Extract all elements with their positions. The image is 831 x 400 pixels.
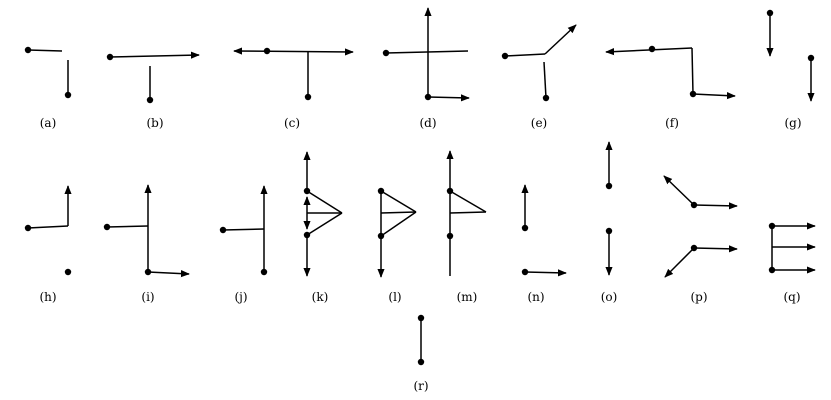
panel-label-d: (d) <box>419 116 436 130</box>
panel-label-l: (l) <box>388 290 401 304</box>
panel-label-m: (m) <box>457 290 478 304</box>
panel-f-diagram <box>605 45 736 100</box>
panel-labels: (a) (b) (c) (d) (e) (f) (g) (h) (i) (j) … <box>39 116 801 393</box>
panel-label-r: (r) <box>413 379 428 393</box>
panel-k-diagram <box>303 151 343 277</box>
panel-e-diagram <box>501 24 577 102</box>
panel-p-diagram <box>663 175 738 278</box>
panel-q-diagram <box>768 222 816 274</box>
panel-label-j: (j) <box>234 290 247 304</box>
panel-label-c: (c) <box>284 116 300 130</box>
panel-label-b: (b) <box>146 116 163 130</box>
panel-label-p: (p) <box>690 290 707 304</box>
panel-label-e: (e) <box>531 116 547 130</box>
panel-label-h: (h) <box>39 290 56 304</box>
panel-n-diagram <box>521 184 567 277</box>
panel-d-diagram <box>382 7 470 102</box>
panel-c-diagram <box>233 47 354 101</box>
panel-m-diagram <box>446 150 487 276</box>
panel-label-i: (i) <box>141 290 154 304</box>
panel-j-diagram <box>219 185 268 276</box>
panel-label-f: (f) <box>665 116 679 130</box>
panel-label-a: (a) <box>40 116 57 130</box>
panel-label-n: (n) <box>527 290 544 304</box>
panel-l-diagram <box>377 187 417 278</box>
panel-label-q: (q) <box>783 290 800 304</box>
panel-a-diagram <box>24 46 72 99</box>
panel-r-diagram <box>417 314 425 366</box>
panel-o-diagram <box>605 141 613 276</box>
panel-i-diagram <box>103 184 190 278</box>
panel-g-diagram <box>766 9 815 102</box>
panel-h-diagram <box>24 185 72 276</box>
panel-label-o: (o) <box>601 290 618 304</box>
panel-b-diagram <box>106 51 200 104</box>
panel-label-g: (g) <box>784 116 801 130</box>
panel-label-k: (k) <box>312 290 329 304</box>
